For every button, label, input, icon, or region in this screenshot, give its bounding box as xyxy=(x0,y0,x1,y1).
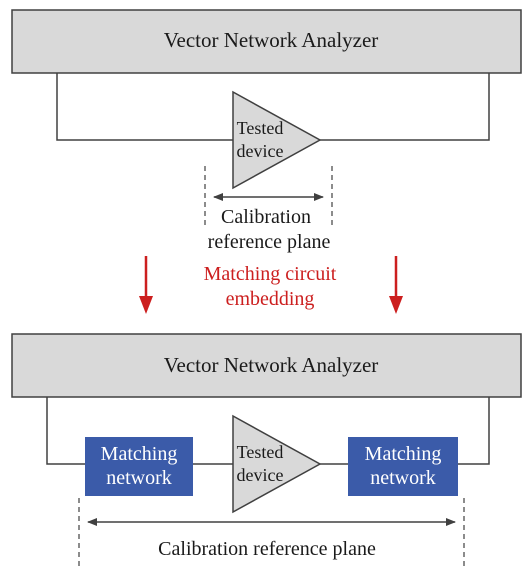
top-left-cable xyxy=(56,73,233,141)
transition: Matching circuit embedding xyxy=(139,256,403,314)
top-device-label-line1: Tested xyxy=(237,118,284,138)
left-red-down-arrow xyxy=(139,256,153,314)
top-right-cable xyxy=(320,73,490,141)
bottom-left-cable xyxy=(46,397,85,465)
left-network-label-line2: network xyxy=(106,467,172,489)
transition-label-line2: embedding xyxy=(226,288,315,310)
bottom-device-label-line2: device xyxy=(237,465,284,485)
top-setup: Vector Network Analyzer Tested device Ca… xyxy=(11,9,522,253)
top-tested-device xyxy=(232,90,322,190)
left-matching-network-box xyxy=(85,437,193,496)
bottom-analyzer-label: Vector Network Analyzer xyxy=(164,353,379,377)
bottom-tested-device xyxy=(232,414,322,514)
right-matching-network-box xyxy=(348,437,458,496)
bottom-right-cable xyxy=(458,397,490,465)
right-network-label-line2: network xyxy=(370,467,436,489)
bottom-setup: Vector Network Analyzer Matching network… xyxy=(11,333,522,566)
top-plane-label-line2: reference plane xyxy=(208,231,331,253)
left-network-label-line1: Matching xyxy=(101,443,178,465)
bottom-plane-label: Calibration reference plane xyxy=(158,538,376,560)
transition-label-line1: Matching circuit xyxy=(204,263,337,285)
right-red-down-arrow xyxy=(389,256,403,314)
right-network-label-line1: Matching xyxy=(365,443,442,465)
bottom-device-label-line1: Tested xyxy=(237,442,284,462)
bottom-analyzer-box xyxy=(11,333,522,398)
top-plane-label-line1: Calibration xyxy=(221,206,311,228)
top-analyzer-box xyxy=(11,9,522,74)
top-analyzer-label: Vector Network Analyzer xyxy=(164,28,379,52)
top-device-label-line2: device xyxy=(237,141,284,161)
